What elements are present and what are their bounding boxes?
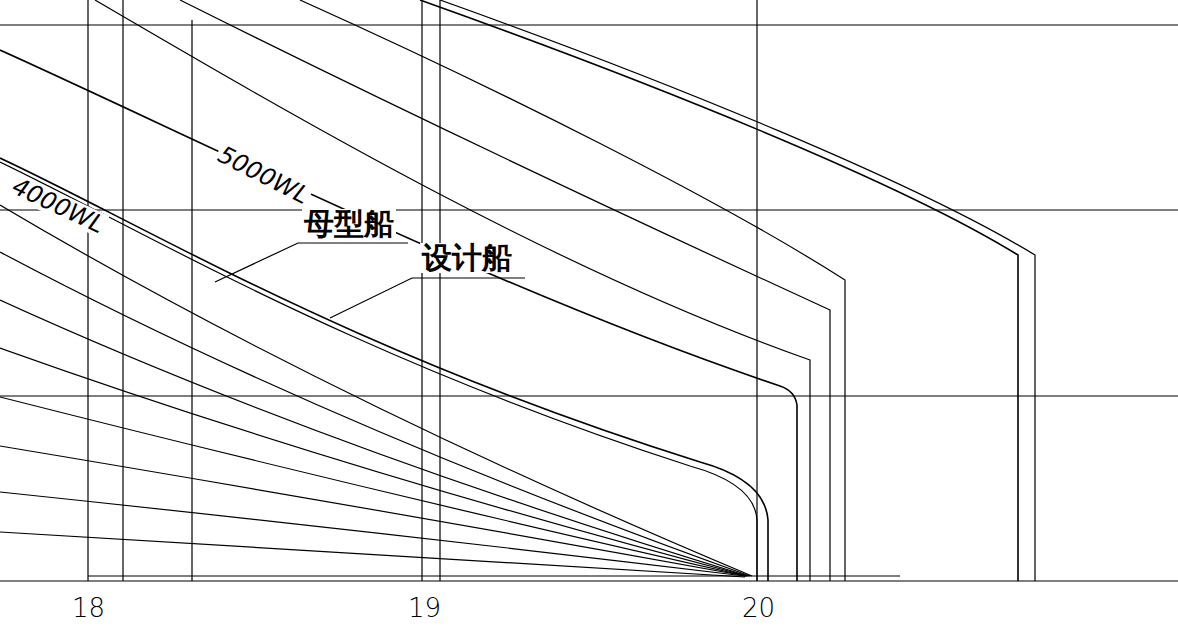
callout-label: 设计船 <box>420 243 514 273</box>
station-number: 18 <box>72 595 105 621</box>
waterline-label: 4000WL <box>7 173 110 238</box>
station-number: 19 <box>408 595 441 621</box>
callout-label: 母型船 <box>302 209 396 239</box>
station-number: 20 <box>742 595 775 621</box>
waterline-label: 5000WL <box>213 141 315 209</box>
